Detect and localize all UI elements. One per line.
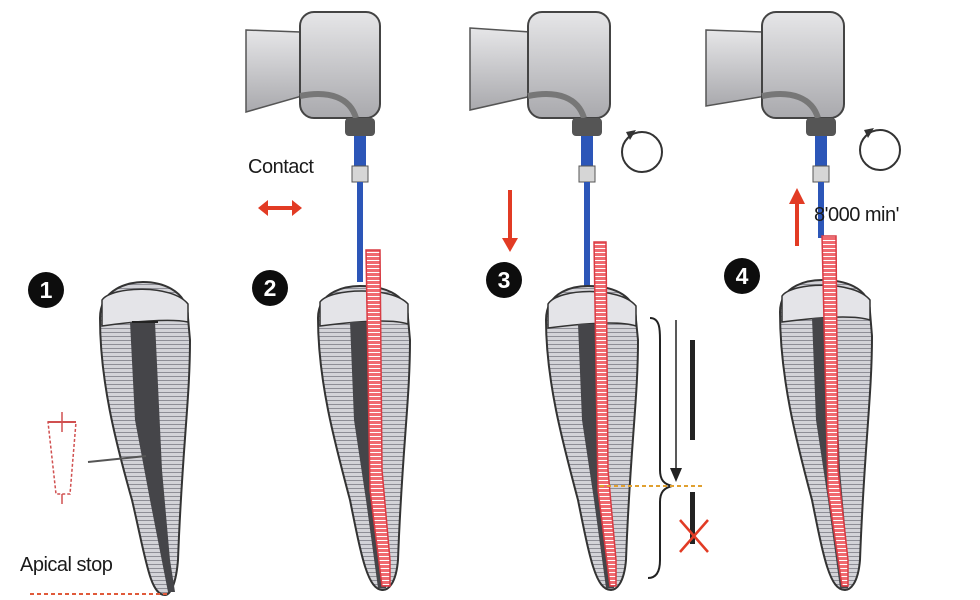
step-number-2: 2 xyxy=(252,270,288,306)
step4-tooth xyxy=(780,236,872,590)
step-number-1: 1 xyxy=(28,272,64,308)
step4-handpiece xyxy=(706,12,844,136)
step3-tooth xyxy=(546,242,638,590)
rotation-icon xyxy=(860,128,900,170)
contact-label: Contact xyxy=(248,156,313,179)
step-number-3: 3 xyxy=(486,262,522,298)
rotation-speed-label: 8'000 min' xyxy=(814,204,899,227)
step1-tooth xyxy=(100,282,190,595)
brace-icon xyxy=(648,318,672,578)
rotation-icon xyxy=(622,130,662,172)
double-arrow-icon xyxy=(258,200,302,216)
step-number-4: 4 xyxy=(724,258,760,294)
step3-handpiece xyxy=(470,12,610,136)
down-arrow-icon xyxy=(502,190,518,252)
apical-stop-label: Apical stop xyxy=(20,554,112,577)
step3-file xyxy=(579,136,595,302)
up-arrow-icon xyxy=(789,188,805,246)
step2-handpiece xyxy=(246,12,380,136)
step2-tooth xyxy=(318,250,410,590)
